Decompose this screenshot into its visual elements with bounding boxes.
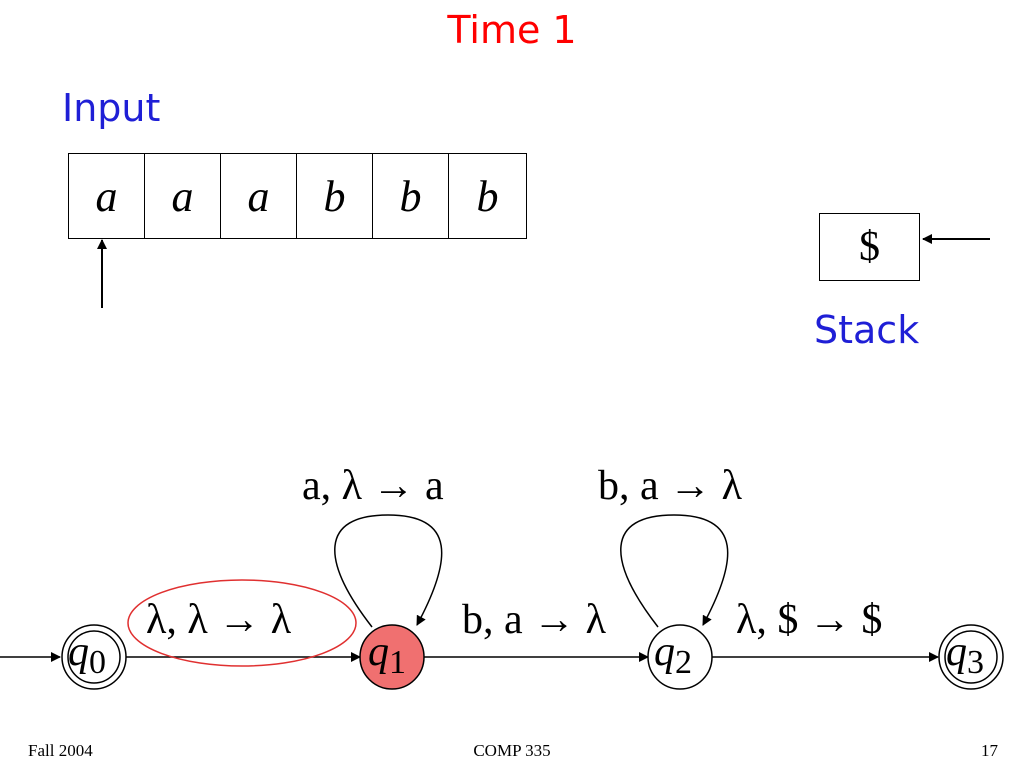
slide-title: Time 1 [447, 8, 577, 52]
state-q2-label: q2 [654, 629, 692, 681]
transition-label-q1-q2: b, a → λ [462, 597, 607, 643]
transition-highlight [127, 579, 357, 667]
state-q0 [61, 624, 127, 690]
tape-cell: b [373, 154, 449, 238]
tape-cell: a [69, 154, 145, 238]
tape-cell: a [145, 154, 221, 238]
state-q1-label: q1 [368, 629, 406, 681]
tape-cell: b [476, 171, 499, 221]
footer-date: Fall 2004 [28, 741, 93, 760]
stack-cell: $ [819, 213, 920, 281]
tape-cell: b [297, 154, 373, 238]
stack-label: Stack [814, 308, 920, 352]
footer-page-number: 17 [981, 741, 998, 760]
state-q3 [938, 624, 1004, 690]
loop-q1 [334, 514, 443, 628]
state-q1 [359, 624, 425, 690]
transition-label-q2-loop: b, a → λ [598, 463, 743, 509]
transition-label-q0-q1: λ, λ → λ [146, 597, 292, 643]
loop-q2 [620, 514, 729, 628]
input-tape: a a a b b b [68, 153, 527, 239]
state-q2 [647, 624, 713, 690]
input-label: Input [62, 86, 161, 130]
state-q3-label: q3 [946, 629, 984, 681]
transition-label-q1-loop: a, λ → a [302, 463, 444, 509]
footer-course: COMP 335 [473, 741, 551, 760]
transition-label-q2-q3: λ, $ → $ [736, 597, 883, 643]
state-q0-label: q0 [68, 629, 106, 681]
tape-cell: a [221, 154, 297, 238]
